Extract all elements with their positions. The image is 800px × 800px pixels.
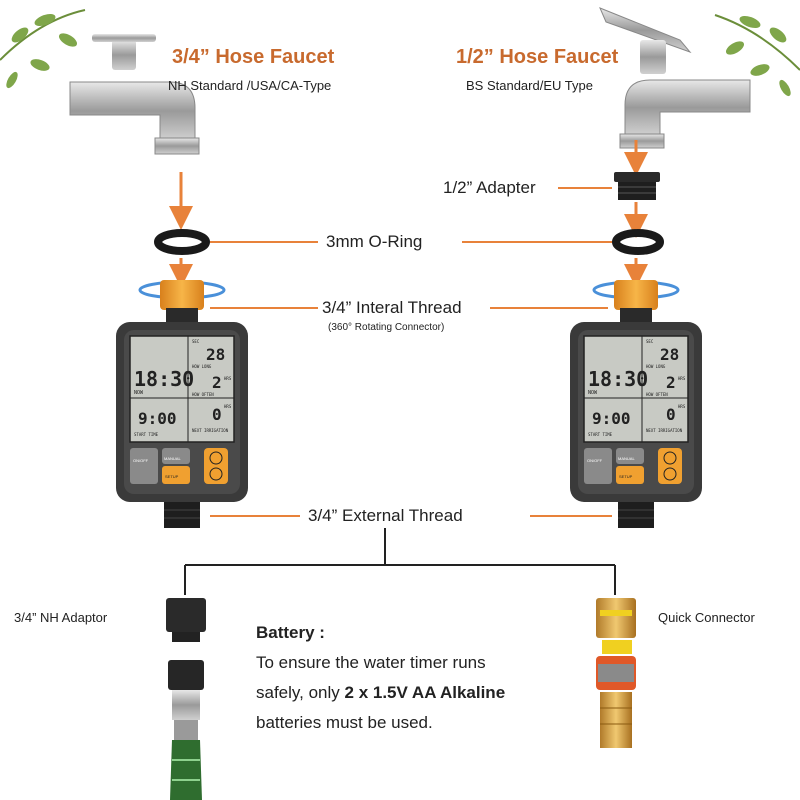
lcd-how-long-label: HOW LONG	[646, 364, 666, 369]
lcd-start-time: 9:00	[138, 409, 177, 428]
lcd-start-label: START TIME	[588, 432, 613, 437]
external-thread-image	[618, 502, 654, 528]
oring-left-image	[154, 229, 210, 255]
right-faucet-subtitle: BS Standard/EU Type	[466, 78, 593, 93]
nh-adaptor-image	[166, 598, 206, 800]
battery-line-2-bold: 2 x 1.5V AA Alkaline	[344, 683, 506, 702]
manual-label: MANUAL	[618, 456, 635, 461]
on-off-label: ON/OFF	[133, 458, 149, 463]
right-faucet-image	[599, 7, 751, 149]
leaves-right-decoration	[714, 14, 800, 97]
half-inch-adapter-image	[614, 172, 660, 200]
external-thread-image	[164, 502, 200, 528]
lcd-time: 18:30	[588, 367, 648, 391]
lcd-how-often-unit: HRS	[224, 376, 232, 381]
lcd-how-often-value: 2	[212, 373, 222, 392]
setup-label: SETUP	[165, 474, 179, 479]
right-faucet-title: 1/2” Hose Faucet	[456, 46, 619, 68]
lcd-how-long-value: 28	[660, 345, 679, 364]
lcd-how-often-label: HOW OFTEN	[192, 392, 214, 397]
lcd-next-value: 0	[666, 405, 676, 424]
rotating-connector-label: (360° Rotating Connector)	[328, 322, 445, 333]
lcd-how-long-value: 28	[206, 345, 225, 364]
plus-icon	[663, 451, 677, 465]
lcd-screen	[129, 335, 235, 443]
left-faucet-subtitle: NH Standard /USA/CA-Type	[168, 78, 332, 93]
quick-connector-image	[596, 598, 636, 748]
lcd-next-unit: HRS	[678, 404, 686, 409]
setup-label: SETUP	[619, 474, 633, 479]
adapter-label: 1/2” Adapter	[443, 178, 536, 197]
lcd-time: 18:30	[134, 367, 194, 391]
plus-minus-buttons	[204, 448, 228, 484]
lcd-how-often-label: HOW OFTEN	[646, 392, 668, 397]
lcd-next-unit: HRS	[224, 404, 232, 409]
lcd-how-long-unit: SEC	[192, 339, 200, 344]
lcd-now-label: NOW	[134, 390, 144, 396]
left-faucet-image	[69, 34, 200, 155]
battery-line-2: safely, only 2 x 1.5V AA Alkaline	[256, 678, 576, 708]
manual-button	[162, 448, 190, 464]
battery-line-3: batteries must be used.	[256, 713, 433, 732]
leaves-left-decoration	[0, 9, 86, 89]
lcd-next-label: NEXT IRRIGATION	[646, 428, 683, 433]
lcd-next-value: 0	[212, 405, 222, 424]
battery-heading: Battery :	[256, 623, 325, 642]
minus-icon	[663, 467, 677, 481]
internal-thread-label: 3/4” Interal Thread	[322, 298, 462, 317]
on-off-button	[130, 448, 158, 484]
accessory-bracket	[184, 528, 616, 595]
oring-label: 3mm O-Ring	[326, 232, 423, 251]
lcd-how-long-unit: SEC	[646, 339, 654, 344]
oring-right-image	[612, 229, 664, 255]
battery-line-2-prefix: safely, only	[256, 683, 345, 702]
external-thread-label: 3/4” External Thread	[308, 506, 463, 525]
manual-label: MANUAL	[164, 456, 181, 461]
lcd-start-time: 9:00	[592, 409, 631, 428]
on-off-label: ON/OFF	[587, 458, 603, 463]
quick-connector-label: Quick Connector	[658, 610, 755, 625]
manual-button	[616, 448, 644, 464]
lcd-how-often-unit: HRS	[678, 376, 686, 381]
lcd-screen	[583, 335, 689, 443]
lcd-next-label: NEXT IRRIGATION	[192, 428, 229, 433]
minus-icon	[209, 467, 223, 481]
plus-minus-buttons	[658, 448, 682, 484]
setup-button	[616, 466, 644, 484]
left-faucet-title: 3/4” Hose Faucet	[172, 46, 335, 68]
lcd-how-long-label: HOW LONG	[192, 364, 212, 369]
nh-adaptor-label: 3/4” NH Adaptor	[14, 610, 108, 625]
lcd-now-label: NOW	[588, 390, 598, 396]
rotating-connector-image	[614, 280, 658, 310]
battery-note: Battery : To ensure the water timer runs…	[256, 618, 576, 738]
lcd-start-label: START TIME	[134, 432, 159, 437]
on-off-button	[584, 448, 612, 484]
plus-icon	[209, 451, 223, 465]
battery-line-1: To ensure the water timer runs	[256, 653, 486, 672]
lcd-how-often-value: 2	[666, 373, 676, 392]
setup-button	[162, 466, 190, 484]
rotating-connector-image	[160, 280, 204, 310]
